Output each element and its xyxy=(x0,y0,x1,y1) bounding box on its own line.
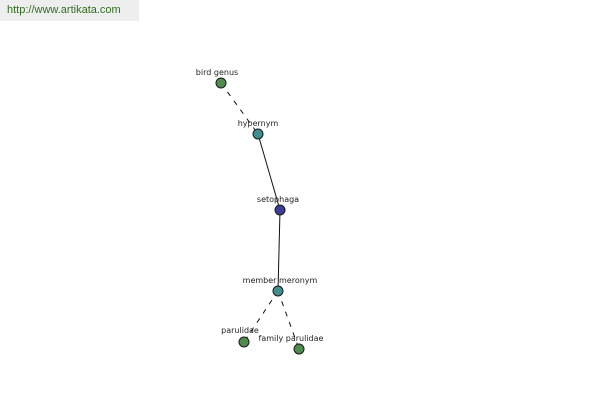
edge-hypernym-to-setophaga xyxy=(257,133,281,211)
node-label-bird-genus: bird genus xyxy=(196,68,238,77)
node-member-meronym[interactable]: member meronym xyxy=(243,276,318,297)
node-circle-bird-genus[interactable] xyxy=(215,77,227,89)
node-circle-hypernym[interactable] xyxy=(252,128,264,140)
node-setophaga[interactable]: setophaga xyxy=(257,195,299,216)
node-bird-genus[interactable]: bird genus xyxy=(196,68,238,89)
edge-setophaga-to-member-meronym xyxy=(277,209,281,292)
graph-edges xyxy=(220,82,300,350)
node-family-parulidae[interactable]: family parulidae xyxy=(259,334,324,355)
node-label-setophaga: setophaga xyxy=(257,195,299,204)
node-circle-member-meronym[interactable] xyxy=(272,285,284,297)
node-circle-setophaga[interactable] xyxy=(274,204,286,216)
node-label-parulidae: parulidae xyxy=(221,326,259,335)
node-parulidae[interactable]: parulidae xyxy=(221,326,259,348)
node-circle-family-parulidae[interactable] xyxy=(293,343,305,355)
site-url-link[interactable]: http://www.artikata.com xyxy=(7,4,121,16)
node-label-member-meronym: member meronym xyxy=(243,276,318,285)
node-hypernym[interactable]: hypernym xyxy=(238,119,279,140)
graph-nodes: bird genus hypernym setophaga member merony… xyxy=(196,68,324,355)
node-label-family-parulidae: family parulidae xyxy=(259,334,324,343)
node-label-hypernym: hypernym xyxy=(238,119,279,128)
url-banner: http://www.artikata.com xyxy=(0,0,139,21)
node-circle-parulidae[interactable] xyxy=(238,336,250,348)
